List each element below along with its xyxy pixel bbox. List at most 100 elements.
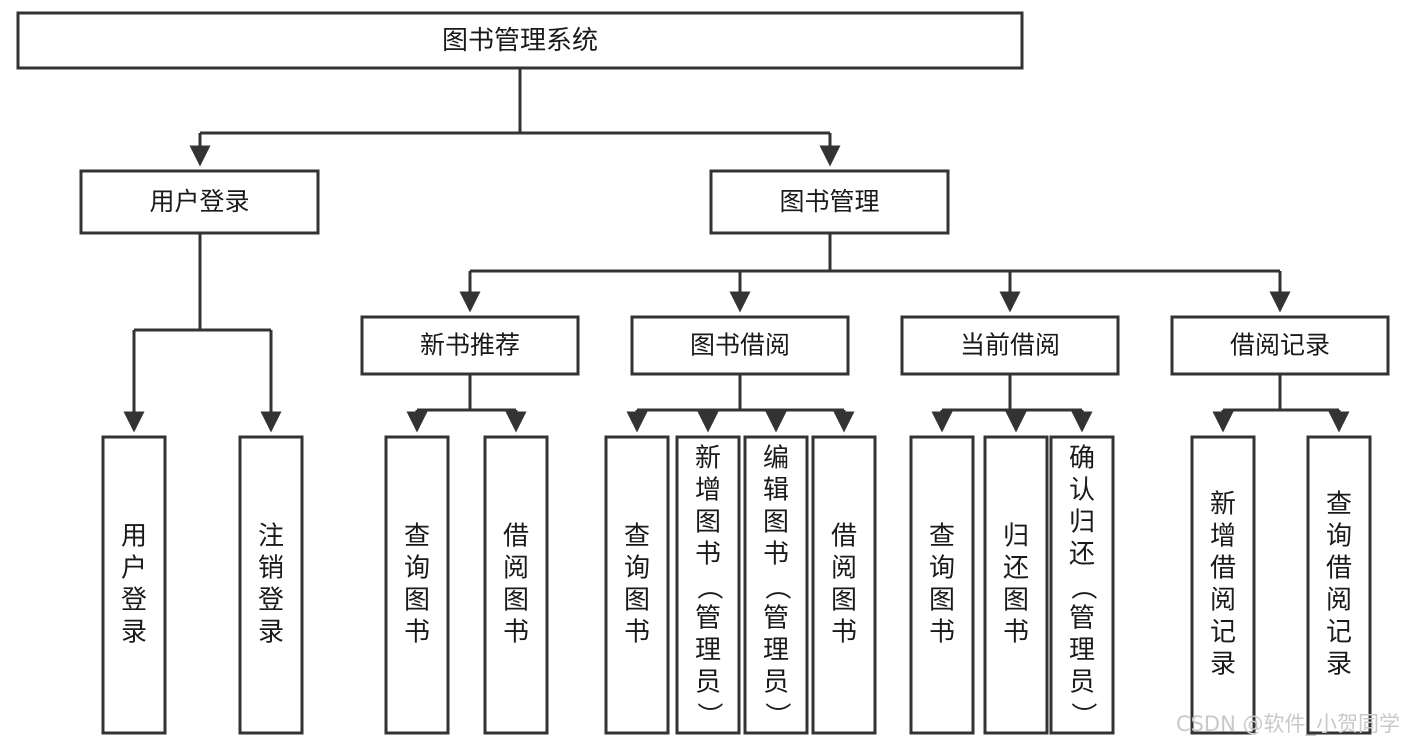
node-label-char: 借: [1210, 554, 1236, 584]
node-box-leaf-borrow-book-2: [811, 435, 877, 735]
node-label-char: 书: [831, 618, 857, 648]
node-box-leaf-borrow-book-1: [483, 435, 549, 735]
node-box-leaf-confirm-return-admin: [1049, 435, 1115, 735]
node-label-char: 阅: [1326, 586, 1352, 616]
node-label-char: 图: [929, 586, 955, 616]
node-label-char: 辑: [763, 476, 789, 506]
node-label-char: 还: [1069, 540, 1095, 570]
node-label-char: 阅: [831, 554, 857, 584]
node-label-char: 销: [258, 554, 284, 584]
node-label-new-book-recommend: 新书推荐: [420, 331, 520, 360]
node-label-char: ）: [762, 702, 792, 728]
node-label-char: 录: [1326, 650, 1352, 680]
node-label-char: 查: [624, 522, 650, 552]
node-box-user-login: [79, 169, 320, 235]
node-label-char: 图: [503, 586, 529, 616]
node-box-leaf-query-book-2: [604, 435, 670, 735]
node-label-char: 图: [1003, 586, 1029, 616]
node-label-char: 用: [121, 522, 147, 552]
node-label-char: 登: [258, 586, 284, 616]
node-label-char: 书: [503, 618, 529, 648]
node-label-root: 图书管理系统: [442, 26, 598, 56]
node-current-borrow[interactable]: 当前借阅: [900, 315, 1120, 376]
node-label-char: 新: [695, 444, 721, 474]
node-label-char: 图: [831, 586, 857, 616]
node-box-new-book-recommend: [360, 315, 580, 376]
node-label-book-management: 图书管理: [779, 187, 879, 216]
node-new-book-recommend[interactable]: 新书推荐: [360, 315, 580, 376]
node-box-leaf-query-book-3: [909, 435, 975, 735]
node-box-borrow-record: [1170, 315, 1390, 376]
node-label-char: 书: [929, 618, 955, 648]
node-label-char: 书: [1003, 618, 1029, 648]
node-leaf-user-login[interactable]: 用户登录: [101, 435, 167, 735]
nodes-layer: 图书管理系统用户登录图书管理新书推荐图书借阅当前借阅借阅记录用户登录注销登录查询…: [16, 11, 1390, 735]
node-label-char: 管: [1069, 604, 1095, 634]
node-borrow-record[interactable]: 借阅记录: [1170, 315, 1390, 376]
node-label-char: 新: [1210, 490, 1236, 520]
node-label-char: 理: [763, 636, 789, 666]
node-label-char: 登: [121, 586, 147, 616]
node-box-leaf-add-borrow-record: [1190, 435, 1256, 735]
node-label-char: 员: [1069, 668, 1095, 698]
node-label-char: ）: [1068, 702, 1098, 728]
node-box-book-borrow: [630, 315, 850, 376]
connectors-layer: [123, 68, 1350, 433]
node-label-char: 图: [695, 508, 721, 538]
node-label-char: 图: [404, 586, 430, 616]
node-label-char: 员: [695, 668, 721, 698]
node-label-book-borrow: 图书借阅: [690, 331, 790, 360]
node-label-char: 书: [763, 540, 789, 570]
node-label-char: 借: [831, 522, 857, 552]
node-label-char: 阅: [1210, 586, 1236, 616]
node-label-char: ）: [694, 702, 724, 728]
node-label-char: （: [1068, 574, 1098, 600]
csdn-watermark: CSDN @软件_小贺同学: [1176, 712, 1400, 737]
node-label-char: 记: [1210, 618, 1236, 648]
node-label-char: 查: [1326, 490, 1352, 520]
node-label-char: 编: [763, 444, 789, 474]
node-label-user-login: 用户登录: [149, 187, 249, 216]
node-label-char: 查: [929, 522, 955, 552]
node-root[interactable]: 图书管理系统: [16, 11, 1024, 70]
node-box-leaf-return-book: [983, 435, 1049, 735]
node-label-char: 户: [121, 554, 147, 584]
node-label-char: 询: [1326, 522, 1352, 552]
node-box-leaf-query-borrow-record: [1306, 435, 1372, 735]
node-label-char: 录: [258, 618, 284, 648]
node-book-management[interactable]: 图书管理: [709, 169, 950, 235]
node-label-char: 还: [1003, 554, 1029, 584]
node-box-book-management: [709, 169, 950, 235]
node-label-char: 录: [1210, 650, 1236, 680]
node-label-char: 注: [258, 522, 284, 552]
node-label-char: 确: [1069, 444, 1095, 474]
node-label-char: 图: [624, 586, 650, 616]
node-label-char: 书: [624, 618, 650, 648]
node-label-char: 管: [763, 604, 789, 634]
node-book-borrow[interactable]: 图书借阅: [630, 315, 850, 376]
node-label-char: 记: [1326, 618, 1352, 648]
node-label-char: 询: [624, 554, 650, 584]
node-user-login[interactable]: 用户登录: [79, 169, 320, 235]
node-box-leaf-add-book-admin: [675, 435, 741, 735]
node-label-char: 书: [404, 618, 430, 648]
node-box-leaf-user-logout: [238, 435, 304, 735]
node-label-current-borrow: 当前借阅: [960, 331, 1060, 360]
node-label-char: 管: [695, 604, 721, 634]
node-label-char: 查: [404, 522, 430, 552]
node-box-leaf-user-login: [101, 435, 167, 735]
